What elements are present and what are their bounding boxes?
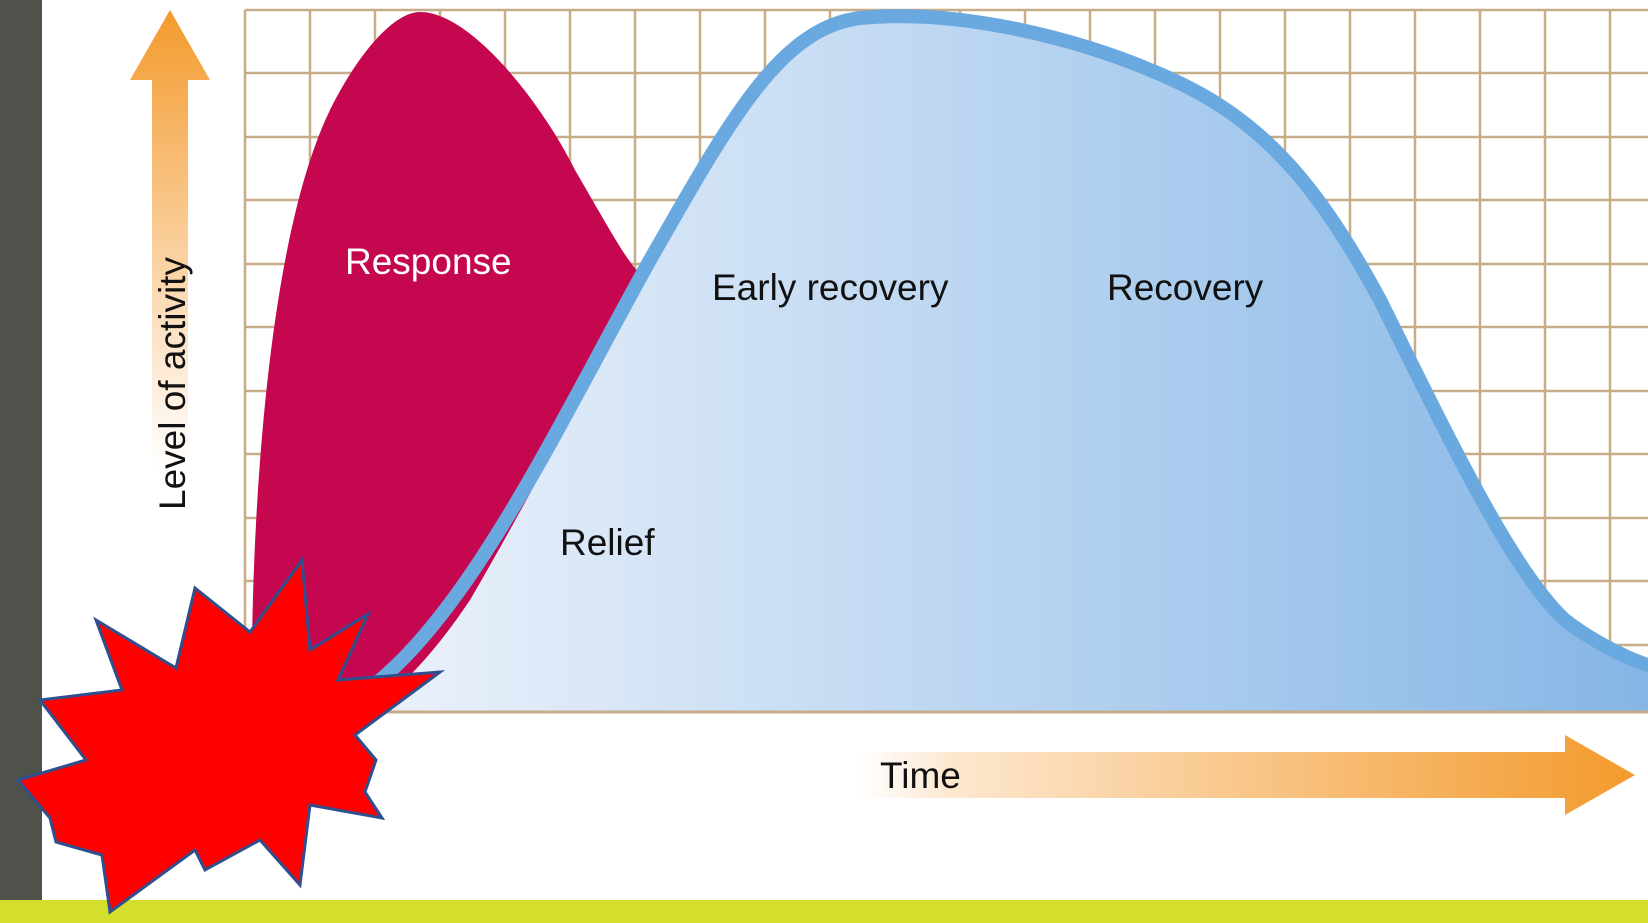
level-arrow <box>130 10 210 470</box>
relief-label: Relief <box>560 522 655 563</box>
early-recovery-label: Early recovery <box>712 267 949 308</box>
y-axis-label: Level of activity <box>152 257 193 510</box>
left-sidebar-bar <box>0 0 42 900</box>
recovery-curve-outline-overlap <box>338 253 657 712</box>
x-axis-label: Time <box>880 755 961 796</box>
time-arrow <box>860 735 1635 815</box>
response-curve-area <box>251 12 645 712</box>
recovery-label: Recovery <box>1107 267 1264 308</box>
starburst-shape <box>15 555 446 915</box>
bottom-accent-bar <box>0 900 1648 923</box>
response-label: Response <box>345 241 512 282</box>
recovery-curve-area <box>345 16 1648 713</box>
